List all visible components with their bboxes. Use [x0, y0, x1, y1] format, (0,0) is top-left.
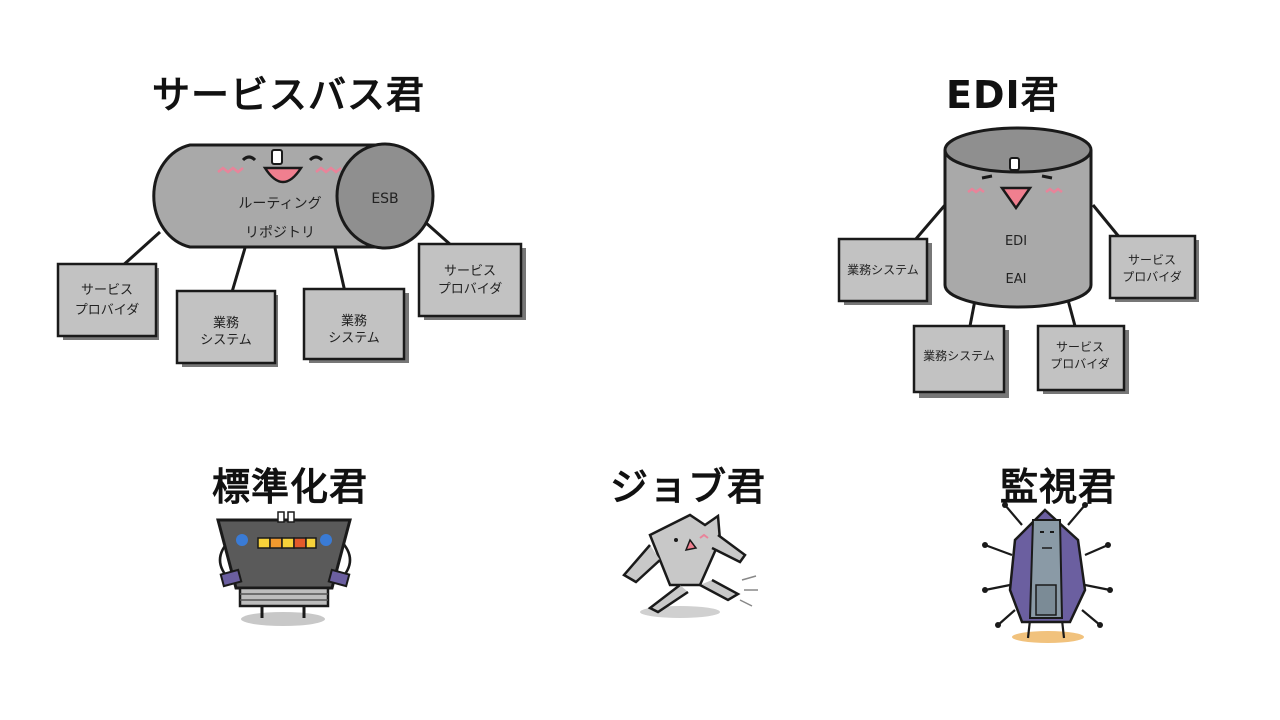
eai-label: EAI — [1006, 272, 1027, 287]
svg-text:サービス: サービス — [1056, 340, 1104, 354]
edi-character: EDI EAI 業務システム サービス プロバイダ 業務システム サービス プロ… — [837, 126, 1199, 398]
service-provider-box-right: サービス プロバイダ — [417, 242, 526, 320]
svg-text:業務: 業務 — [213, 315, 239, 331]
job-title: ジョブ君 — [610, 465, 767, 509]
standardization-character — [216, 511, 352, 626]
standardization-title: 標準化君 — [212, 465, 369, 509]
edi-business-system-box-left: 業務システム — [837, 237, 932, 305]
svg-text:業務システム: 業務システム — [847, 263, 919, 277]
business-system-box-2: 業務 システム — [302, 287, 409, 363]
monitoring-character — [982, 502, 1113, 643]
esb-label: ESB — [371, 191, 398, 207]
repository-label: リポジトリ — [245, 225, 315, 241]
edi-label: EDI — [1005, 234, 1027, 249]
svg-text:プロバイダ: プロバイダ — [1050, 356, 1110, 371]
edi-service-provider-box-right: サービス プロバイダ — [1108, 234, 1199, 302]
service-bus-title: サービスバス君 — [152, 73, 426, 117]
svg-text:業務システム: 業務システム — [923, 349, 995, 363]
job-character — [622, 513, 758, 618]
svg-text:プロバイダ: プロバイダ — [1122, 269, 1182, 284]
svg-text:プロバイダ: プロバイダ — [75, 303, 139, 318]
edi-business-system-box-bottom: 業務システム — [912, 324, 1009, 398]
service-bus-character: ESB ルーティング リポジトリ サービス プロバイダ 業務 システム 業務 シ… — [56, 142, 526, 367]
edi-title: EDI君 — [946, 73, 1060, 117]
service-provider-box-left: サービス プロバイダ — [56, 262, 159, 340]
svg-text:システム: システム — [328, 331, 380, 346]
svg-text:プロバイダ: プロバイダ — [438, 282, 502, 297]
monitoring-title: 監視君 — [1000, 465, 1118, 509]
edi-service-provider-box-bottom: サービス プロバイダ — [1036, 324, 1129, 394]
business-system-box-1: 業務 システム — [175, 289, 278, 367]
svg-text:サービス: サービス — [444, 264, 496, 279]
svg-text:システム: システム — [200, 333, 252, 348]
svg-text:サービス: サービス — [1128, 253, 1176, 267]
routing-label: ルーティング — [238, 196, 321, 212]
svg-text:サービス: サービス — [81, 283, 133, 298]
svg-text:業務: 業務 — [341, 313, 367, 329]
